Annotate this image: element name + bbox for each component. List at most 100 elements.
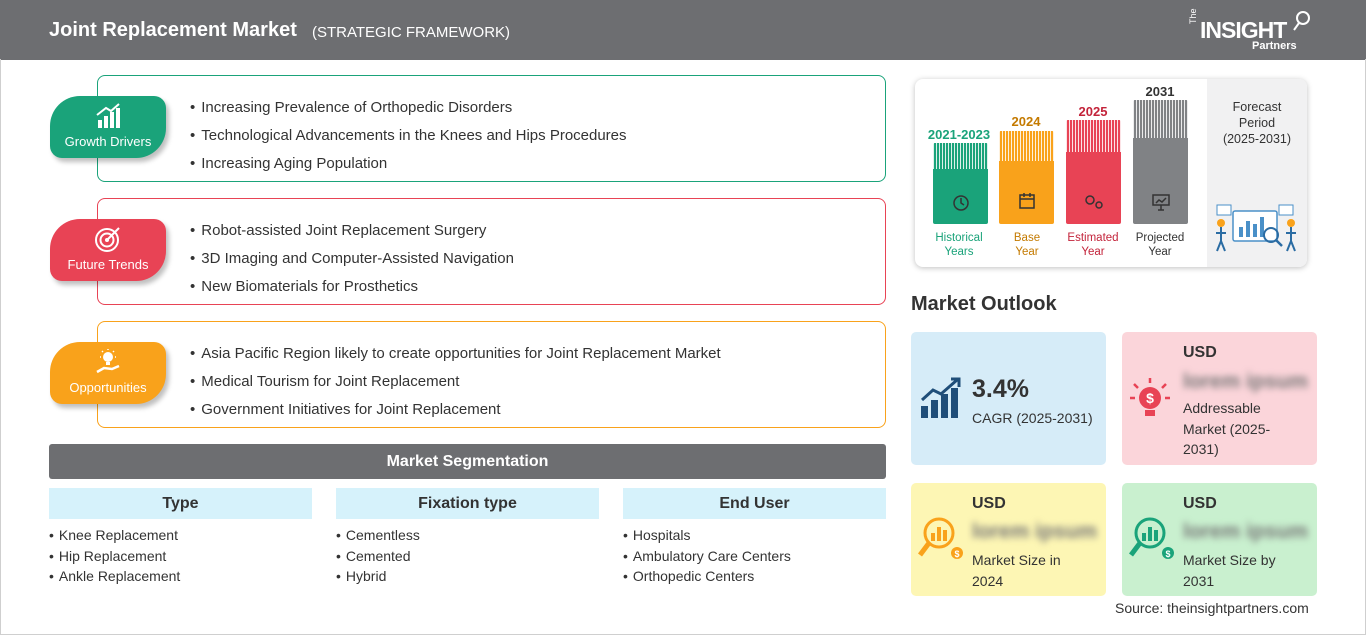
page-title: Joint Replacement Market — [49, 19, 297, 41]
svg-text:$: $ — [954, 549, 959, 559]
opportunities-list: Asia Pacific Region likely to create opp… — [190, 340, 721, 424]
timeline-projected: 2031 — [1124, 84, 1196, 99]
target-icon — [95, 227, 120, 252]
label-line: (2025-2031) — [1222, 132, 1292, 146]
list-item: Ambulatory Care Centers — [623, 546, 886, 567]
timeline-year: 2024 — [1011, 114, 1041, 129]
label-line: Forecast — [1232, 100, 1282, 114]
label-line: 2024 — [972, 572, 1004, 589]
list-item: Orthopedic Centers — [623, 566, 886, 587]
badge-label: Future Trends — [67, 257, 149, 272]
logo-the: The — [1188, 8, 1198, 24]
list-item: New Biomaterials for Prosthetics — [190, 273, 514, 301]
label-line: Market (2025- — [1183, 420, 1271, 437]
list-item: Hybrid — [336, 566, 599, 587]
segment-fixation-type: Fixation type Cementless Cemented Hybrid — [336, 488, 599, 587]
timeline-year: 2025 — [1078, 104, 1108, 119]
badge-label: Opportunities — [69, 380, 147, 395]
market-size-2024-label: Market Size in 2024 — [972, 550, 1061, 591]
insight-partners-logo[interactable]: The INSIGHT Partners — [1188, 8, 1318, 54]
label-line: Year — [1148, 246, 1172, 258]
svg-text:$: $ — [1165, 549, 1170, 559]
money-idea-icon: $ — [1130, 378, 1170, 416]
cagr-card: 3.4% CAGR (2025-2031) — [911, 332, 1106, 465]
market-outlook-title: Market Outlook — [911, 293, 1057, 315]
label-line: Addressable — [1183, 400, 1261, 416]
future-trends-card: Robot-assisted Joint Replacement Surgery… — [97, 198, 886, 305]
segment-heading: Fixation type — [336, 488, 599, 519]
lightbulb-hand-icon — [96, 349, 120, 374]
timeline-bar-historical — [933, 143, 988, 224]
cagr-label: CAGR (2025-2031) — [972, 410, 1093, 426]
timeline-bar-base — [999, 131, 1054, 224]
label-line: Years — [944, 246, 974, 258]
header-bar: Joint Replacement Market (STRATEGIC FRAM… — [0, 0, 1366, 60]
growth-drivers-card: Increasing Prevalence of Orthopedic Diso… — [97, 75, 886, 182]
list-item: Government Initiatives for Joint Replace… — [190, 396, 721, 424]
market-segmentation-header: Market Segmentation — [49, 444, 886, 479]
list-item: Technological Advancements in the Knees … — [190, 122, 626, 150]
list-item: Medical Tourism for Joint Replacement — [190, 368, 721, 396]
addressable-label: Addressable Market (2025- 2031) — [1183, 398, 1270, 460]
addressable-market-card: $ USD lorem ipsum Addressable Market (20… — [1122, 332, 1317, 465]
list-item: 3D Imaging and Computer-Assisted Navigat… — [190, 245, 514, 273]
list-item: Cemented — [336, 546, 599, 567]
market-size-2024-usd: USD — [972, 495, 1006, 512]
market-size-2031-label: Market Size by 2031 — [1183, 550, 1276, 591]
timeline-label-historical: Historical Years — [923, 231, 995, 259]
list-item: Hip Replacement — [49, 546, 312, 567]
market-size-2031-card: $ USD lorem ipsum Market Size by 2031 — [1122, 483, 1317, 596]
gears-icon — [1085, 195, 1103, 209]
list-item: Cementless — [336, 525, 599, 546]
badge-label: Growth Drivers — [64, 134, 152, 149]
logo-main: INSIGHT — [1200, 17, 1287, 43]
segment-heading: Type — [49, 488, 312, 519]
market-size-2024-card: $ USD lorem ipsum Market Size in 2024 — [911, 483, 1106, 596]
magnifier-chart-icon: $ — [1129, 517, 1174, 559]
segment-heading: End User — [623, 488, 886, 519]
label-line: Historical — [935, 232, 983, 244]
timeline-label-estimated: Estimated Year — [1057, 231, 1129, 259]
analytics-illustration-icon — [1216, 204, 1296, 252]
opportunities-badge: Opportunities — [50, 342, 166, 404]
label-line: Estimated — [1067, 232, 1119, 244]
list-item: Asia Pacific Region likely to create opp… — [190, 340, 720, 368]
growth-drivers-badge: Growth Drivers — [50, 96, 166, 158]
segment-type: Type Knee Replacement Hip Replacement An… — [49, 488, 312, 587]
timeline-year: 2031 — [1145, 84, 1175, 99]
timeline-bar-projected — [1133, 100, 1188, 224]
future-trends-badge: Future Trends — [50, 219, 166, 281]
market-size-2024-value: lorem ipsum — [972, 520, 1097, 543]
presentation-icon — [1152, 194, 1170, 211]
label-line: Market Size in — [972, 552, 1061, 568]
label-line: Period — [1238, 116, 1276, 130]
history-icon — [953, 195, 969, 211]
future-trends-list: Robot-assisted Joint Replacement Surgery… — [190, 217, 514, 301]
logo-partners: Partners — [1252, 40, 1297, 52]
market-size-2031-usd: USD — [1183, 495, 1217, 512]
magnifier-chart-icon: $ — [918, 517, 963, 559]
growth-drivers-list: Increasing Prevalence of Orthopedic Diso… — [190, 94, 627, 178]
label-line: Year — [1015, 246, 1039, 258]
list-item: Knee Replacement — [49, 525, 312, 546]
calendar-icon — [1019, 193, 1035, 209]
cagr-value: 3.4% — [972, 375, 1029, 403]
forecast-period-label: Forecast Period (2025-2031) — [1215, 99, 1299, 147]
timeline-base: 2024 — [990, 114, 1062, 129]
label-line: Projected — [1135, 232, 1185, 244]
svg-text:$: $ — [1146, 390, 1154, 406]
list-item: Increasing Prevalence of Orthopedic Diso… — [190, 94, 627, 122]
label-line: 2031 — [1183, 572, 1215, 589]
timeline-label-base: Base Year — [991, 231, 1063, 259]
timeline-panel: 2021-2023 Historical Years 2024 Base Yea… — [915, 79, 1307, 267]
timeline-label-projected: Projected Year — [1124, 231, 1196, 259]
timeline-estimated: 2025 — [1057, 104, 1129, 119]
addressable-usd: USD — [1183, 344, 1217, 361]
list-item: Increasing Aging Population — [190, 150, 627, 178]
label-line: Base — [1013, 232, 1041, 244]
opportunities-card: Asia Pacific Region likely to create opp… — [97, 321, 886, 428]
page-subtitle: (STRATEGIC FRAMEWORK) — [312, 24, 511, 41]
addressable-value: lorem ipsum — [1183, 370, 1308, 393]
source-link[interactable]: Source: theinsightpartners.com — [1115, 600, 1309, 616]
label-line: Year — [1081, 246, 1105, 258]
